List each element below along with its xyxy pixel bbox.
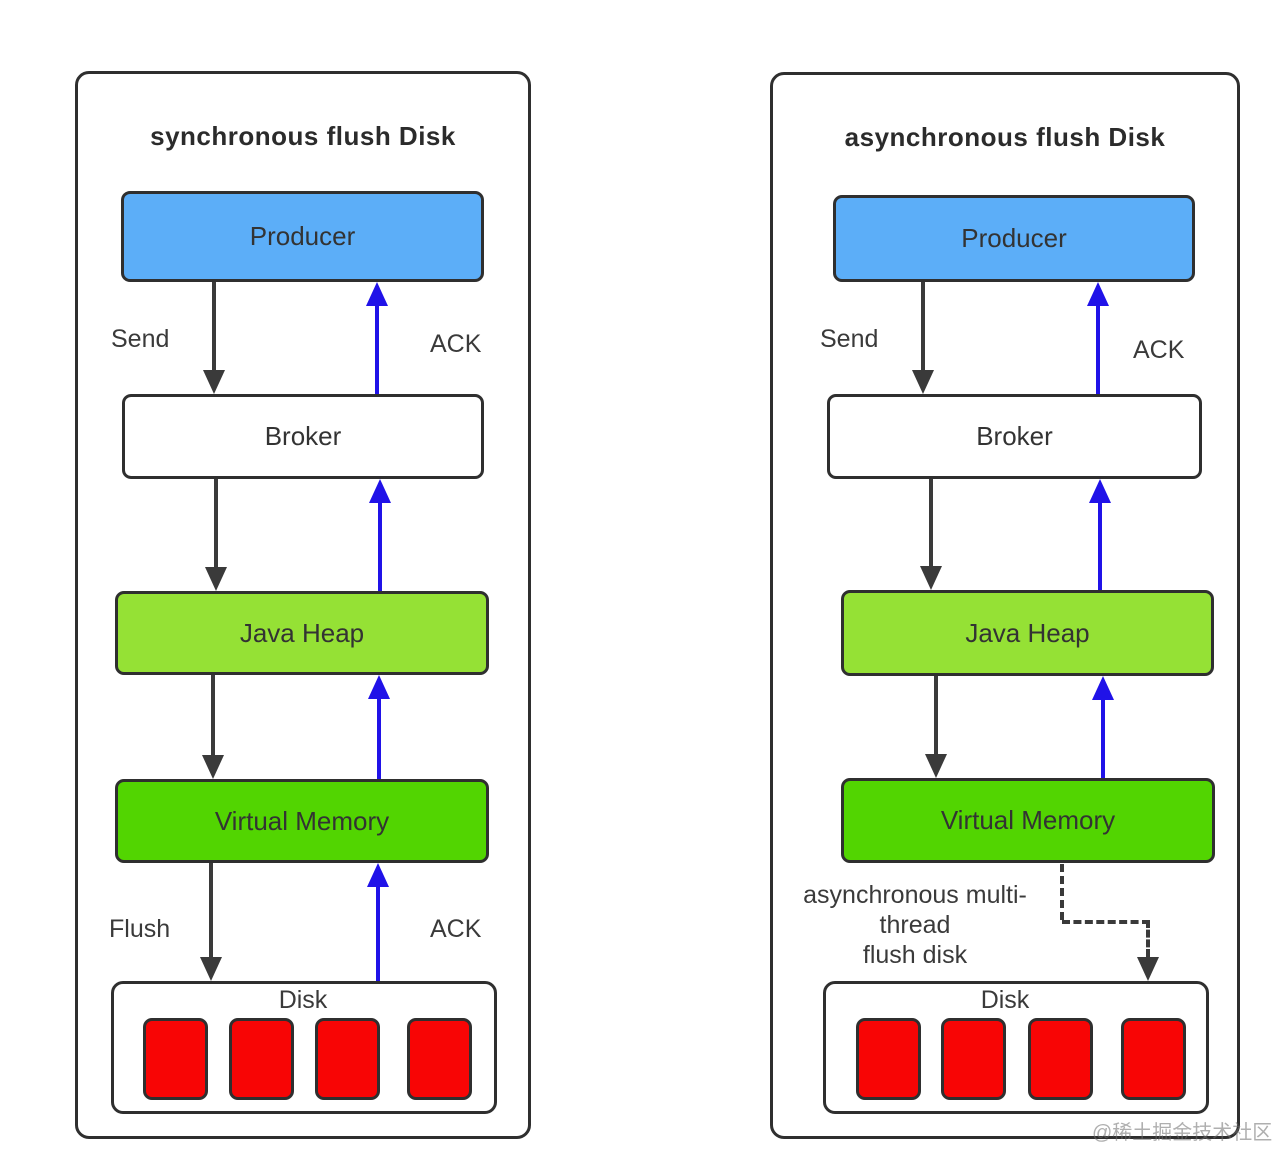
sync-flush-panel: synchronous flush Disk Producer Send ACK… (75, 71, 531, 1139)
ack-arrow-line (377, 699, 381, 779)
ack-arrow-line (1098, 503, 1102, 590)
ack-arrow-line (1096, 306, 1100, 394)
async-flush-panel: asynchronous flush Disk Producer Send AC… (770, 72, 1240, 1139)
disk-block (941, 1018, 1006, 1100)
copy-arrow-line (934, 676, 938, 754)
virtual-memory-label: Virtual Memory (940, 805, 1116, 835)
java-heap-label: Java Heap (965, 617, 1090, 648)
arrow-up-icon (367, 863, 389, 887)
async-note-line-2: thread (879, 911, 951, 939)
broker-label: Broker (264, 421, 342, 451)
dashed-segment-v2 (1146, 920, 1150, 957)
panel-title: asynchronous flush Disk (844, 122, 1166, 152)
flush-arrow-line (209, 863, 213, 957)
ack-arrow-line (376, 887, 380, 981)
arrow-down-icon (920, 566, 942, 590)
async-note-line-1: asynchronous multi- (803, 881, 1027, 909)
virtual-memory-box: Virtual Memory (841, 778, 1215, 863)
dashed-segment-h (1062, 920, 1150, 924)
virtual-memory-label: Virtual Memory (214, 805, 390, 836)
ack-bottom-label: ACK (430, 915, 482, 943)
java-heap-box: Java Heap (841, 590, 1214, 676)
copy-arrow-line (211, 675, 215, 755)
send-arrow-line (212, 282, 216, 370)
disk-label: Disk (278, 986, 328, 1014)
async-note-line-3: flush disk (862, 941, 968, 969)
java-heap-label: Java Heap (239, 617, 365, 648)
send-label: Send (820, 325, 879, 353)
watermark: @稀土掘金技术社区 (1092, 1122, 1273, 1144)
disk-label: Disk (980, 986, 1030, 1014)
write-arrow-line (929, 479, 933, 566)
broker-box: Broker (122, 394, 484, 479)
virtual-memory-box: Virtual Memory (115, 779, 489, 863)
arrow-down-icon (200, 957, 222, 981)
producer-label: Producer (961, 223, 1067, 253)
disk-block (856, 1018, 921, 1100)
producer-box: Producer (121, 191, 484, 282)
producer-label: Producer (249, 221, 356, 251)
ack-top-label: ACK (1133, 336, 1185, 364)
disk-block (229, 1018, 294, 1100)
arrow-down-icon (202, 755, 224, 779)
send-arrow-line (921, 282, 925, 370)
send-label: Send (111, 325, 170, 353)
write-arrow-line (214, 479, 218, 567)
panel-title: synchronous flush Disk (150, 121, 456, 151)
arrow-down-icon (1137, 957, 1159, 981)
dashed-segment-v1 (1060, 864, 1064, 920)
arrow-up-icon (368, 675, 390, 699)
disk-block (1121, 1018, 1186, 1100)
java-heap-box: Java Heap (115, 591, 489, 675)
arrow-up-icon (1087, 282, 1109, 306)
ack-top-label: ACK (430, 330, 482, 358)
arrow-up-icon (1092, 676, 1114, 700)
broker-label: Broker (976, 421, 1053, 451)
arrow-down-icon (203, 370, 225, 394)
arrow-down-icon (912, 370, 934, 394)
ack-arrow-line (378, 503, 382, 591)
broker-box: Broker (827, 394, 1202, 479)
arrow-up-icon (369, 479, 391, 503)
flush-label: Flush (109, 915, 171, 943)
arrow-down-icon (205, 567, 227, 591)
disk-block (407, 1018, 472, 1100)
arrow-up-icon (1089, 479, 1111, 503)
disk-block (1028, 1018, 1093, 1100)
ack-arrow-line (375, 306, 379, 394)
disk-block (315, 1018, 380, 1100)
ack-arrow-line (1101, 700, 1105, 778)
disk-block (143, 1018, 208, 1100)
producer-box: Producer (833, 195, 1195, 282)
async-flush-note: asynchronous multi- thread flush disk (785, 880, 1045, 970)
arrow-up-icon (366, 282, 388, 306)
arrow-down-icon (925, 754, 947, 778)
